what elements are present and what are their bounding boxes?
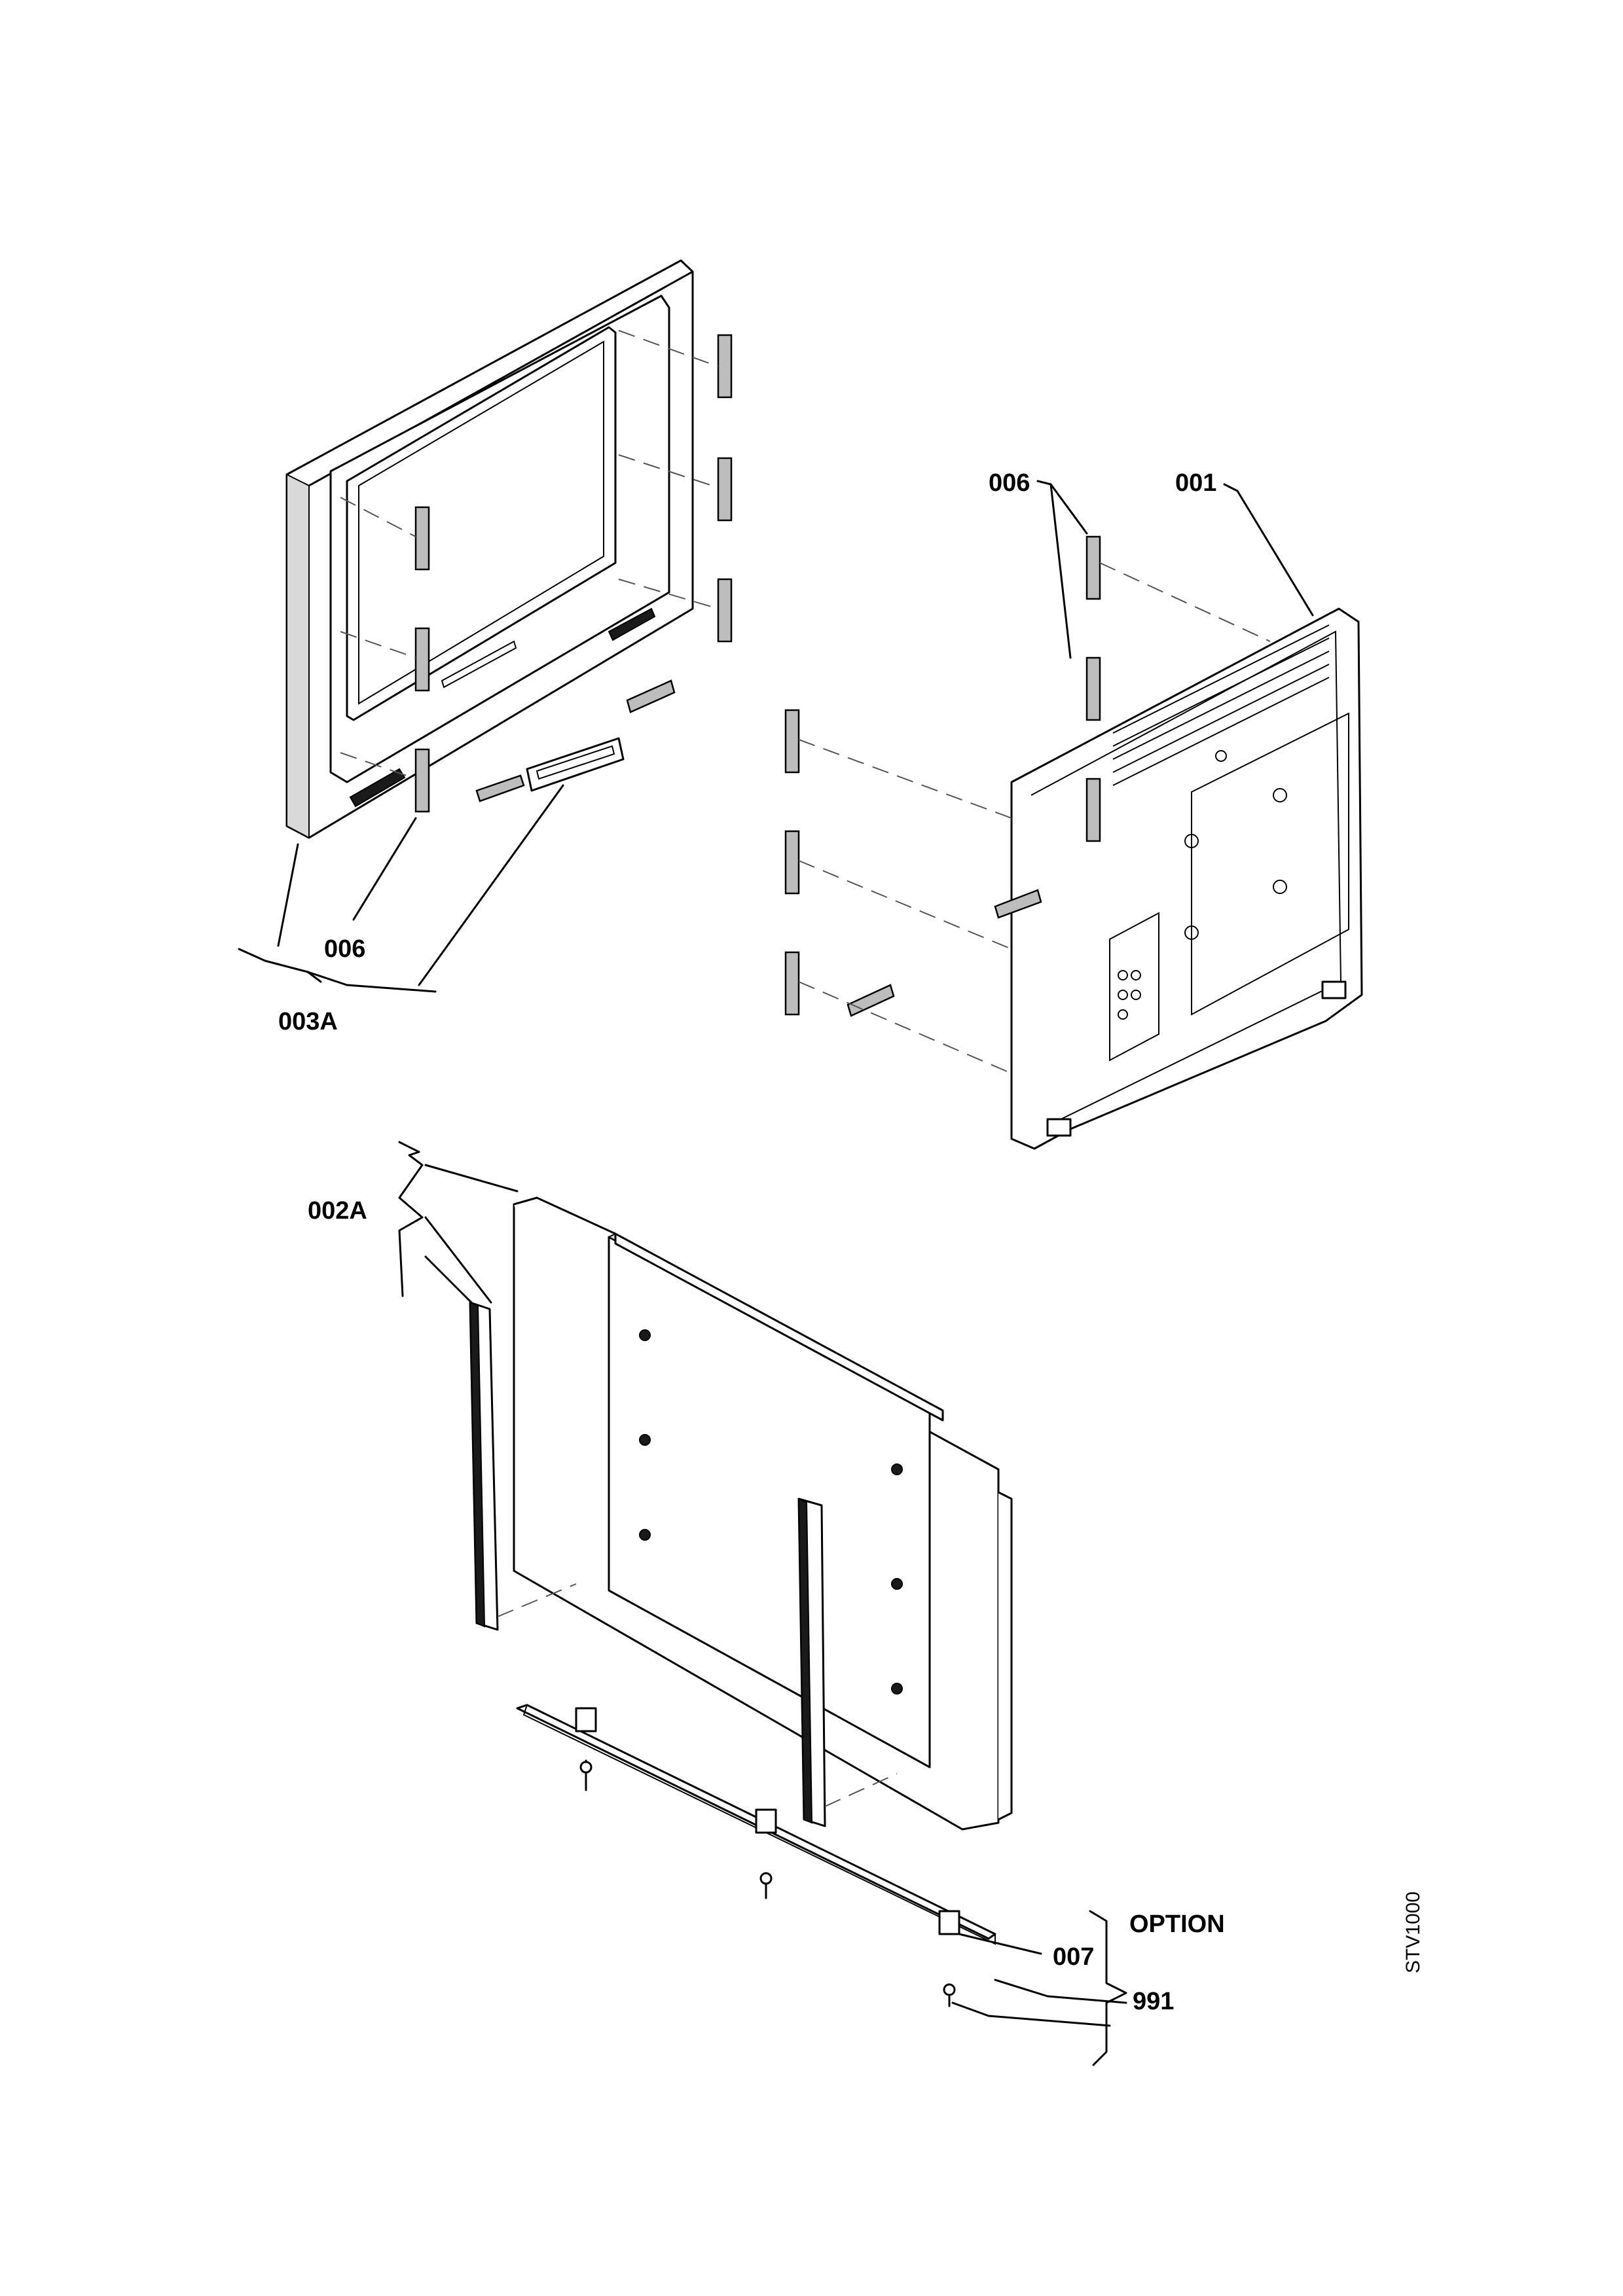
leaders-front [238, 784, 564, 993]
label-001: 001 [1175, 469, 1216, 497]
label-006-top: 006 [989, 469, 1030, 497]
projection-lines-front [340, 330, 719, 780]
leaders-rear [1036, 480, 1314, 659]
rear-cover [1010, 607, 1363, 1150]
leaders-base [398, 1141, 519, 1304]
foot-bar [516, 1704, 996, 2007]
tape-strips-rear [784, 535, 1101, 1017]
label-006-left: 006 [324, 935, 365, 963]
label-991: 991 [1133, 1988, 1174, 2015]
label-003a: 003A [278, 1008, 338, 1035]
base-assembly [513, 1196, 1013, 1831]
front-cabinet [285, 259, 694, 839]
leaders-option [951, 1910, 1127, 2066]
label-option: OPTION [1129, 1910, 1225, 1938]
label-007: 007 [1053, 1943, 1094, 1971]
drawing-code: STV1000 [1402, 1892, 1424, 1973]
tape-strips-front [414, 334, 733, 813]
side-rails [469, 1301, 898, 1827]
label-002a: 002A [308, 1197, 367, 1225]
projection-lines-rear [798, 562, 1271, 1074]
